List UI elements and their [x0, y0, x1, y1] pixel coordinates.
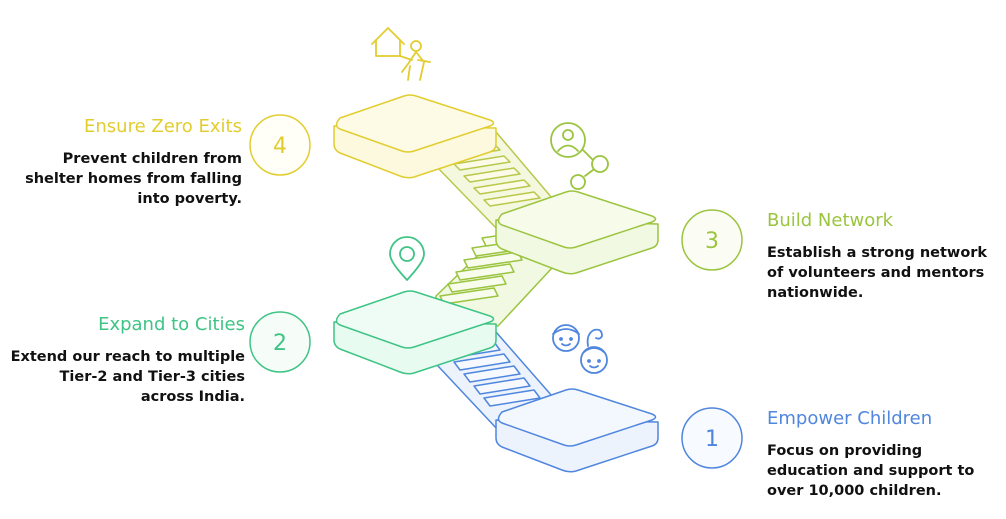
network-person-icon [550, 122, 609, 190]
step-4-description: Prevent children from shelter homes from… [25, 151, 242, 207]
step-number-1: 1 [681, 407, 743, 469]
step-number-3: 3 [681, 209, 743, 271]
step-number-2-text: 2 [273, 331, 287, 356]
platform-2 [333, 290, 497, 375]
children-faces-icon [552, 324, 608, 374]
step-number-4: 4 [249, 114, 311, 176]
step-3-text: Build Network Establish a strong network… [767, 210, 1003, 303]
step-2-text: Expand to Cities Extend our reach to mul… [10, 314, 245, 407]
step-number-2: 2 [249, 311, 311, 373]
step-1-title: Empower Children [767, 408, 933, 429]
platform-3 [495, 190, 659, 275]
step-2-description: Extend our reach to multiple Tier-2 and … [10, 349, 245, 405]
location-pin-icon [389, 236, 425, 281]
step-1-description: Focus on providing education and support… [767, 443, 975, 499]
step-number-1-text: 1 [705, 427, 719, 452]
platform-4 [333, 94, 497, 179]
home-child-icon [371, 27, 431, 81]
step-4-text: Ensure Zero Exits Prevent children from … [10, 116, 242, 209]
step-3-description: Establish a strong network of volunteers… [767, 245, 988, 301]
step-1-text: Empower Children Focus on providing educ… [767, 408, 1003, 501]
step-number-3-text: 3 [705, 229, 719, 254]
step-3-title: Build Network [767, 210, 894, 231]
platform-1 [495, 388, 659, 473]
step-2-title: Expand to Cities [98, 314, 245, 335]
step-number-4-text: 4 [273, 134, 287, 159]
step-4-title: Ensure Zero Exits [84, 116, 242, 137]
